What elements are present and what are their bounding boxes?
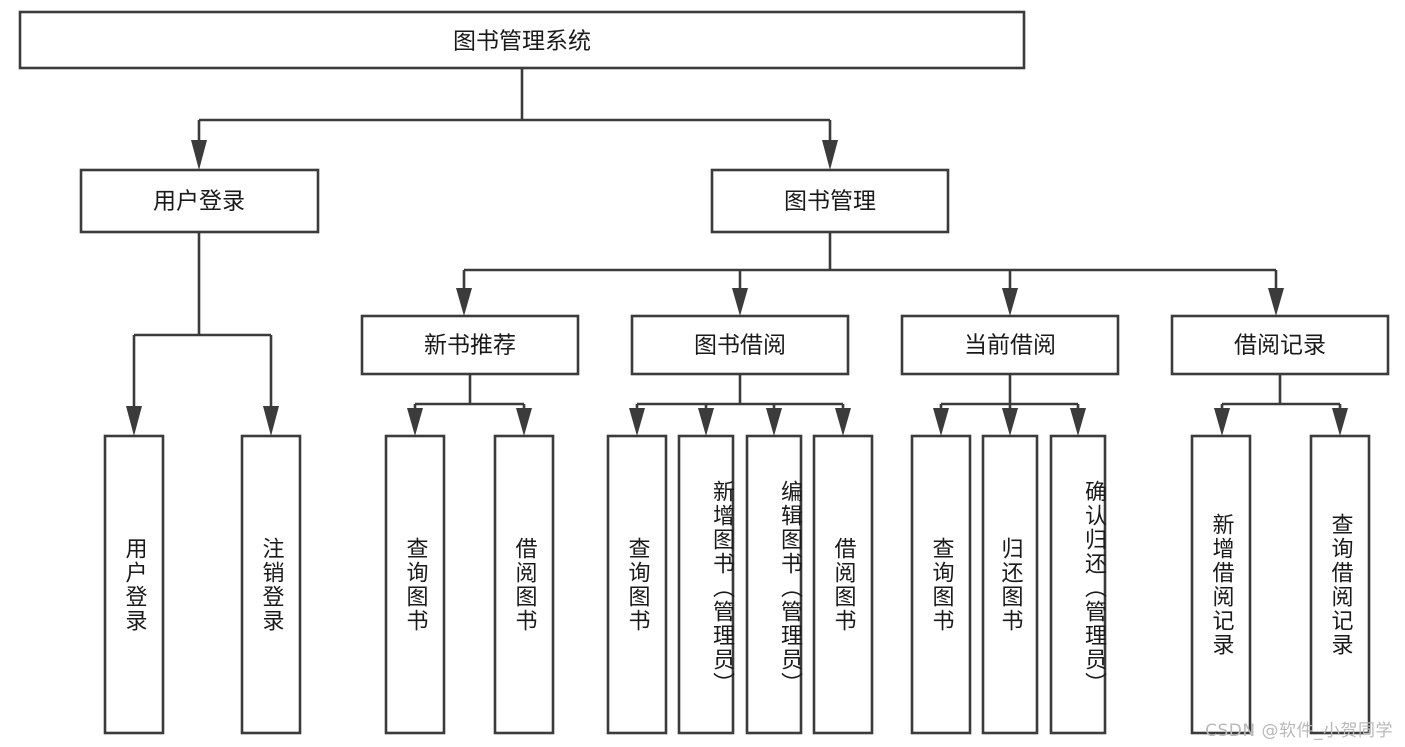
arrow-head-leaf-add-book <box>698 408 714 436</box>
node-new-book-recommend-label: 新书推荐 <box>424 333 516 359</box>
node-book-borrow-label: 图书借阅 <box>694 333 786 359</box>
node-root-label: 图书管理系统 <box>453 29 591 55</box>
node-borrow-record-label: 借阅记录 <box>1234 333 1326 359</box>
node-leaf-query-book-2-box[interactable] <box>606 434 668 735</box>
node-user-login-label: 用户登录 <box>153 189 245 215</box>
node-leaf-user-login-box[interactable] <box>103 434 165 735</box>
arrow-head-leaf-borrow-book-2 <box>835 408 851 436</box>
arrow-head-leaf-query-record <box>1332 408 1348 436</box>
node-borrow-record[interactable]: 借阅记录 <box>1170 314 1390 376</box>
node-borrow-record-box[interactable] <box>1170 314 1390 376</box>
arrow-head-book-borrow <box>732 288 748 316</box>
node-leaf-borrow-book-1-box[interactable] <box>493 434 555 735</box>
node-leaf-edit-book-box[interactable] <box>745 434 803 735</box>
node-leaf-query-book-1-box[interactable] <box>384 434 446 735</box>
node-book-borrow-box[interactable] <box>630 314 850 376</box>
node-current-borrow-label: 当前借阅 <box>964 333 1056 359</box>
node-leaf-user-logout-box[interactable] <box>240 434 302 735</box>
node-leaf-add-book-box[interactable] <box>677 434 735 735</box>
node-user-login-box[interactable] <box>79 168 320 234</box>
arrow-head-leaf-borrow-book-1 <box>516 408 532 436</box>
node-book-manage[interactable]: 图书管理 <box>710 168 950 234</box>
node-leaf-borrow-book-2-box[interactable] <box>812 434 874 735</box>
arrow-head-leaf-add-record <box>1214 408 1230 436</box>
node-book-manage-label: 图书管理 <box>784 189 876 215</box>
arrow-head-leaf-query-book-2 <box>629 408 645 436</box>
arrow-head-current-borrow <box>1002 288 1018 316</box>
watermark-text: CSDN @软件_小贺同学 <box>1205 721 1393 741</box>
node-leaf-query-book-3-box[interactable] <box>910 434 972 735</box>
leaf-layer <box>103 434 1371 735</box>
connector-layer <box>126 68 1348 436</box>
node-leaf-confirm-return-box[interactable] <box>1049 434 1107 735</box>
arrow-head-book-manage <box>822 140 838 170</box>
arrow-head-leaf-confirm-return <box>1070 408 1086 436</box>
node-root-box[interactable] <box>18 10 1026 70</box>
node-leaf-add-record-box[interactable] <box>1190 434 1252 735</box>
arrow-head-leaf-edit-book <box>766 408 782 436</box>
node-new-book-recommend[interactable]: 新书推荐 <box>360 314 580 376</box>
node-leaf-query-record-box[interactable] <box>1309 434 1371 735</box>
node-current-borrow-box[interactable] <box>900 314 1120 376</box>
node-leaf-return-book-box[interactable] <box>981 434 1039 735</box>
node-book-manage-box[interactable] <box>710 168 950 234</box>
node-new-book-recommend-box[interactable] <box>360 314 580 376</box>
node-book-borrow[interactable]: 图书借阅 <box>630 314 850 376</box>
arrow-head-leaf-return-book <box>1002 408 1018 436</box>
arrow-head-new-book-recommend <box>456 288 472 316</box>
node-current-borrow[interactable]: 当前借阅 <box>900 314 1120 376</box>
arrow-head-leaf-user-logout <box>263 406 279 436</box>
node-user-login[interactable]: 用户登录 <box>79 168 320 234</box>
arrow-head-borrow-record <box>1268 288 1284 316</box>
arrow-head-leaf-user-login <box>126 406 142 436</box>
node-root[interactable]: 图书管理系统 <box>18 10 1026 70</box>
arrow-head-user-login <box>191 140 207 170</box>
arrow-head-leaf-query-book-3 <box>933 408 949 436</box>
arrow-head-leaf-query-book-1 <box>407 408 423 436</box>
